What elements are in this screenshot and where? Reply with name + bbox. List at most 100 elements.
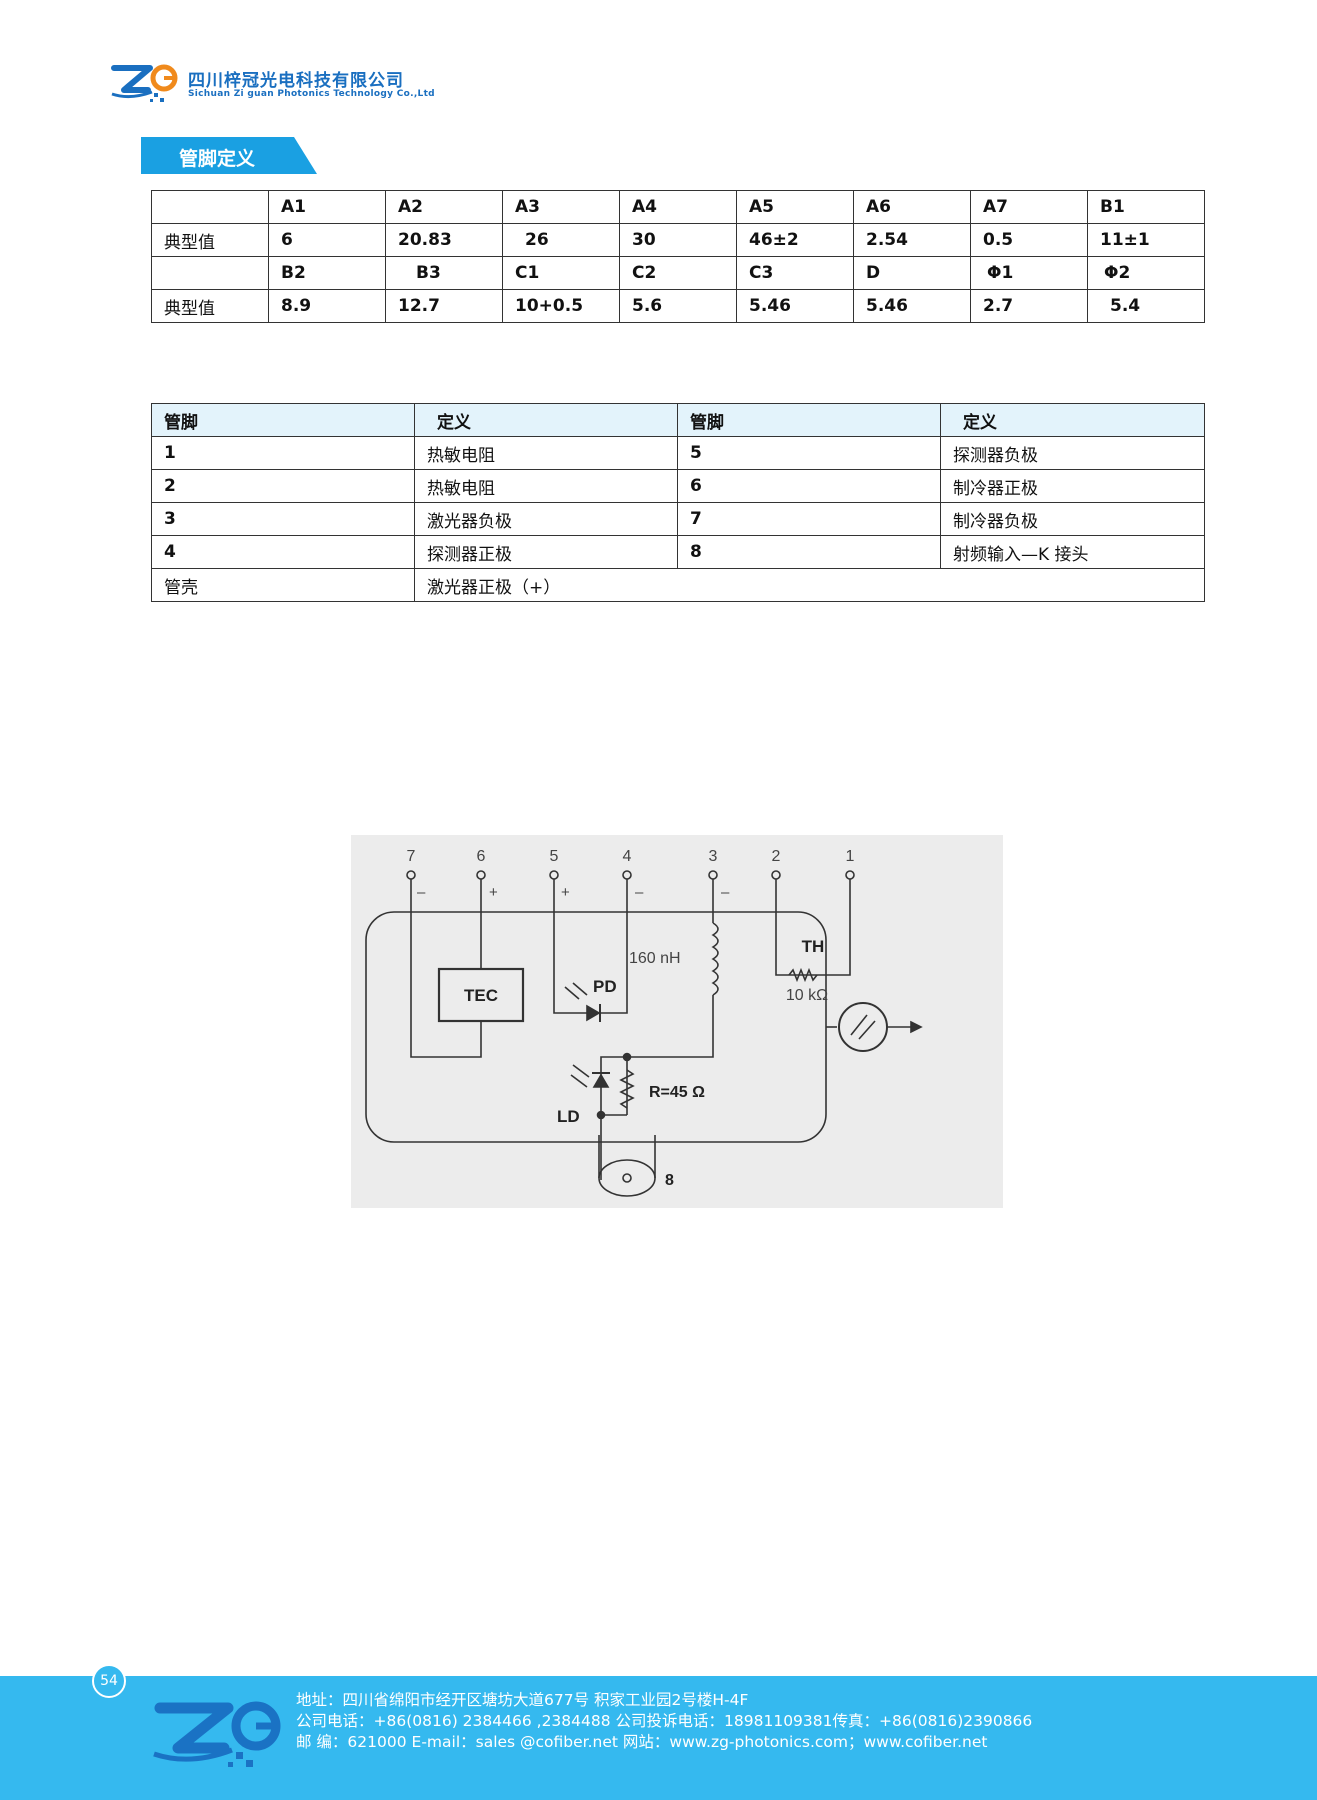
table-cell: 5.4 [1087,289,1205,323]
footer-bar [0,1676,1317,1800]
pin-label: 2 [772,848,781,865]
polarity-sign: + [561,884,570,901]
ld-light-arrows-icon [570,1064,590,1088]
resistor-icon [619,1069,635,1109]
table-row: 典型值 8.9 12.7 10+0.5 5.6 5.46 5.46 2.7 5.… [151,289,1205,323]
output-arrow-icon [910,1020,923,1034]
table-row: B2 B3 C1 C2 C3 D Φ1 Φ2 [151,256,1205,290]
pd-light-arrows-icon [564,982,588,1000]
table-cell: 26 [502,223,620,257]
dimension-table: A1 A2 A3 A4 A5 A6 A7 B1 典型值 6 20.83 26 3… [151,190,1205,323]
table-row: 3 激光器负极 7 制冷器负极 [151,502,1205,536]
tec-wire-7 [410,879,482,1058]
th-wires [775,879,851,976]
section-tab: 管脚定义 [141,137,317,174]
table-header-cell: 定义 [414,403,678,437]
table-cell: 典型值 [151,223,269,257]
company-name-en: Sichuan Zi guan Photonics Technology Co.… [188,89,435,99]
table-cell: 3 [151,502,415,536]
polarity-sign: – [635,884,644,901]
pin-terminals [406,870,855,880]
section-tab-shape [141,137,317,174]
table-cell: 4 [151,535,415,569]
table-cell: 激光器负极 [414,502,678,536]
rf-pin-label: 8 [665,1172,674,1189]
pin-label: 1 [846,848,855,865]
pin-definition-table: 管脚 定义 管脚 定义 1 热敏电阻 5 探测器负极 2 热敏电阻 6 制冷器正… [151,403,1205,602]
table-row: 4 探测器正极 8 射频输入—K 接头 [151,535,1205,569]
table-cell: 7 [677,502,941,536]
table-cell: A1 [268,190,386,224]
table-cell: 1 [151,436,415,470]
pd-diode-icon [586,1004,601,1022]
table-header-cell: 管脚 [677,403,941,437]
inductor-icon [711,922,719,996]
company-name-cn: 四川梓冠光电科技有限公司 [188,71,404,91]
pin-label: 3 [709,848,718,865]
table-cell: 探测器负极 [940,436,1205,470]
th-label: TH [802,937,825,956]
table-cell: 20.83 [385,223,503,257]
table-cell: 管壳 [151,568,415,602]
footer-phone: 公司电话：+86(0816) 2384466 ,2384488 公司投诉电话：1… [296,1712,1033,1730]
table-cell: 5.46 [736,289,854,323]
table-cell [151,256,269,290]
section-title: 管脚定义 [179,148,256,170]
table-cell: 2.54 [853,223,971,257]
table-cell: B1 [1087,190,1205,224]
table-header-cell: 管脚 [151,403,415,437]
table-cell: 5.46 [853,289,971,323]
table-cell [151,190,269,224]
table-cell: 5 [677,436,941,470]
thermistor-icon [788,967,818,983]
table-row: 典型值 6 20.83 26 30 46±2 2.54 0.5 11±1 [151,223,1205,257]
table-header-row: 管脚 定义 管脚 定义 [151,403,1205,437]
table-cell: B2 [268,256,386,290]
polarity-sign: + [489,884,498,901]
table-cell: C2 [619,256,737,290]
page-number: 54 [92,1664,126,1698]
table-cell: 射频输入—K 接头 [940,535,1205,569]
table-cell: A6 [853,190,971,224]
table-cell: 激光器正极（+） [414,568,1205,602]
table-cell: 5.6 [619,289,737,323]
table-row: A1 A2 A3 A4 A5 A6 A7 B1 [151,190,1205,224]
tec-label: TEC [464,986,498,1005]
table-cell: Φ1 [970,256,1088,290]
th-value-label: 10 kΩ [786,987,828,1004]
pd-label: PD [593,977,617,996]
table-cell: 探测器正极 [414,535,678,569]
table-cell: 热敏电阻 [414,469,678,503]
table-cell: 制冷器负极 [940,502,1205,536]
pin-label: 6 [477,848,486,865]
table-cell: 30 [619,223,737,257]
ld-diode-icon [592,1073,610,1088]
table-cell: 6 [677,469,941,503]
table-cell: A5 [736,190,854,224]
polarity-sign: – [417,884,426,901]
pin-label: 4 [623,848,632,865]
table-cell: D [853,256,971,290]
table-header-cell: 定义 [940,403,1205,437]
footer-contact: 地址：四川省绵阳市经开区塘坊大道677号 积家工业园2号楼H-4F 公司电话：+… [296,1690,1032,1753]
table-cell: A2 [385,190,503,224]
table-cell: 46±2 [736,223,854,257]
table-cell: 8.9 [268,289,386,323]
footer-logo-icon [153,1701,281,1767]
ld-label: LD [557,1107,580,1126]
table-cell: 6 [268,223,386,257]
table-cell: 8 [677,535,941,569]
fiber-output-icon [838,1002,888,1052]
table-cell: 2 [151,469,415,503]
table-row: 管壳 激光器正极（+） [151,568,1205,602]
circuit-diagram: 7 6 5 4 3 2 1 – + + – – TEC PD 160 nH TH… [351,835,1003,1208]
table-cell: 12.7 [385,289,503,323]
table-cell: C1 [502,256,620,290]
table-cell: B3 [385,256,503,290]
table-cell: 0.5 [970,223,1088,257]
pin-label: 7 [407,848,416,865]
footer-email-web: 邮 编：621000 E-mail：sales @cofiber.net 网站：… [296,1733,988,1751]
inductor-wire-bottom [626,995,714,1115]
table-cell: 10+0.5 [502,289,620,323]
pin-label: 5 [550,848,559,865]
